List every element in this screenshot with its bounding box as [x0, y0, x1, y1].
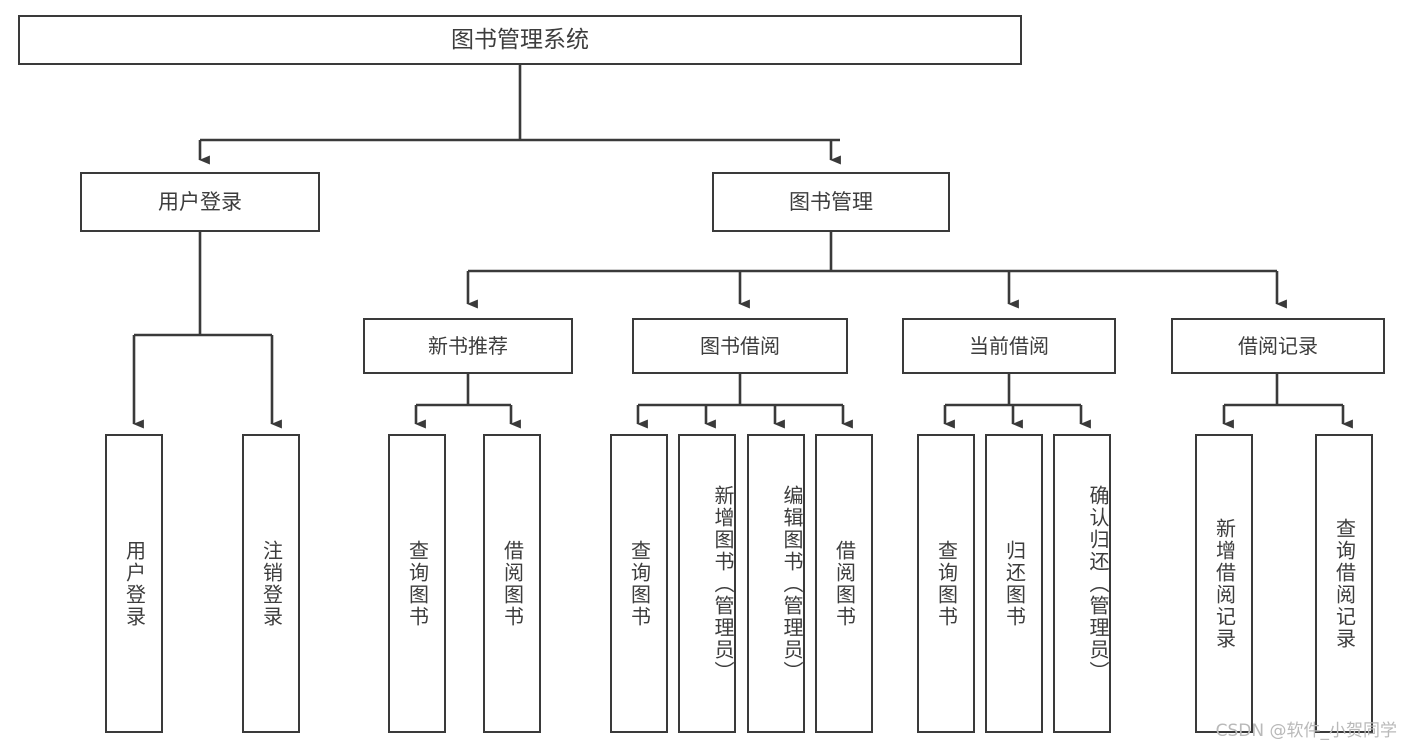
node-leaf-confirm-return[interactable]: 确认归还（管理员）	[1053, 434, 1111, 733]
node-borrow-record[interactable]: 借阅记录	[1171, 318, 1385, 374]
node-leaf-logout[interactable]: 注销登录	[242, 434, 300, 733]
node-book-manage-label: 图书管理	[789, 189, 873, 214]
node-borrow-record-label: 借阅记录	[1238, 333, 1318, 358]
node-leaf-borrow-book-1[interactable]: 借阅图书	[483, 434, 541, 733]
node-current-borrow[interactable]: 当前借阅	[902, 318, 1116, 374]
node-root[interactable]: 图书管理系统	[18, 15, 1022, 65]
node-new-book-recommend-label: 新书推荐	[428, 333, 508, 358]
node-leaf-query-book-3-label: 查询图书	[934, 539, 959, 628]
node-leaf-query-book-2[interactable]: 查询图书	[610, 434, 668, 733]
node-leaf-query-book-3[interactable]: 查询图书	[917, 434, 975, 733]
node-user-login[interactable]: 用户登录	[80, 172, 320, 232]
node-book-borrow[interactable]: 图书借阅	[632, 318, 848, 374]
node-leaf-add-book-label: 新增图书（管理员）	[711, 484, 735, 683]
node-leaf-user-login[interactable]: 用户登录	[105, 434, 163, 733]
node-leaf-add-book[interactable]: 新增图书（管理员）	[678, 434, 736, 733]
node-leaf-edit-book[interactable]: 编辑图书（管理员）	[747, 434, 805, 733]
node-leaf-query-record-label: 查询借阅记录	[1332, 517, 1357, 650]
node-leaf-edit-book-label: 编辑图书（管理员）	[780, 484, 804, 683]
node-user-login-label: 用户登录	[158, 189, 242, 214]
node-leaf-query-book-2-label: 查询图书	[627, 539, 652, 628]
node-book-borrow-label: 图书借阅	[700, 333, 780, 358]
node-leaf-query-book-1[interactable]: 查询图书	[388, 434, 446, 733]
node-book-manage[interactable]: 图书管理	[712, 172, 950, 232]
node-current-borrow-label: 当前借阅	[969, 333, 1049, 358]
node-leaf-user-login-label: 用户登录	[122, 539, 147, 628]
node-leaf-logout-label: 注销登录	[259, 539, 284, 628]
node-leaf-return-book-label: 归还图书	[1002, 539, 1027, 628]
node-leaf-borrow-book-2-label: 借阅图书	[832, 539, 857, 628]
watermark-text: CSDN @软件_小贺同学	[1215, 721, 1397, 741]
node-leaf-confirm-return-label: 确认归还（管理员）	[1086, 484, 1110, 683]
node-leaf-query-book-1-label: 查询图书	[405, 539, 430, 628]
node-leaf-return-book[interactable]: 归还图书	[985, 434, 1043, 733]
node-leaf-add-record[interactable]: 新增借阅记录	[1195, 434, 1253, 733]
node-root-label: 图书管理系统	[451, 26, 589, 53]
node-leaf-borrow-book-1-label: 借阅图书	[500, 539, 525, 628]
node-leaf-add-record-label: 新增借阅记录	[1212, 517, 1237, 650]
node-leaf-query-record[interactable]: 查询借阅记录	[1315, 434, 1373, 733]
node-leaf-borrow-book-2[interactable]: 借阅图书	[815, 434, 873, 733]
node-new-book-recommend[interactable]: 新书推荐	[363, 318, 573, 374]
